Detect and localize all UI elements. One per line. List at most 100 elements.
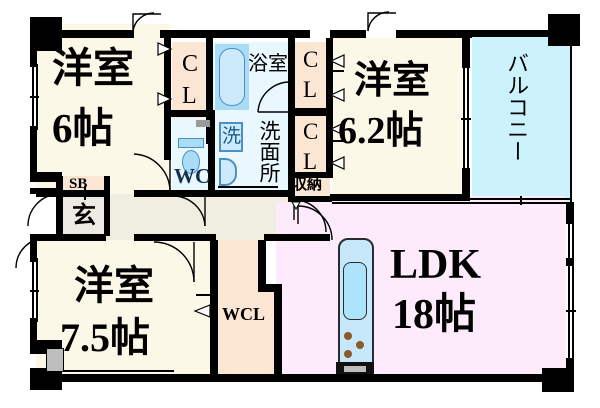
wall-r75-bottom — [36, 374, 216, 382]
vanity-sink — [219, 158, 237, 186]
shoebox-line-2 — [86, 192, 106, 194]
wall-genkan-left — [56, 176, 63, 236]
closet-center-label-l: L — [182, 83, 197, 109]
wall-hall-left-outer — [30, 188, 58, 194]
wall-r6-right-lower — [164, 148, 171, 160]
wall-left-lower — [30, 240, 37, 262]
toilet-shelf — [196, 120, 210, 127]
toilet-tank — [178, 138, 204, 148]
balcony-right-rail-1 — [570, 46, 572, 202]
door-genkan — [27, 193, 59, 227]
stove-burner-1 — [344, 332, 352, 340]
washroom-slide-2 — [218, 190, 278, 192]
bottom-left-gray-block — [46, 348, 64, 372]
wall-ldk-right-mid — [566, 258, 574, 266]
washer-pan — [219, 122, 243, 152]
wall-cl-right-right — [326, 38, 333, 178]
wall-wcl-bottom — [210, 374, 282, 382]
closet-right-upper-label-l: L — [303, 77, 318, 102]
label-storage: 収納 — [292, 177, 323, 193]
label-bath: 浴室 — [248, 53, 288, 75]
label-washroom: 洗面所 — [257, 120, 282, 183]
window-ldk-right-2a — [568, 266, 570, 358]
room-label-washitsu-62-line2: 6.2帖 — [338, 110, 424, 152]
wcl-rail — [196, 294, 214, 296]
label-walkin-closet: WCL — [222, 304, 266, 324]
wall-top-d — [330, 30, 366, 38]
wall-hall-bottom-b — [134, 234, 216, 241]
window-ldk-right-1a — [568, 224, 570, 258]
shoebox — [62, 176, 108, 194]
closet-right-upper-label-c: C — [303, 47, 319, 72]
wall-storage-bottom — [288, 196, 332, 202]
room-ldk-upper-strip — [330, 196, 566, 206]
shoebox-line-1 — [64, 192, 84, 194]
wall-left-pillar-mid — [30, 172, 62, 182]
closet-arrow-center-1 — [157, 42, 173, 56]
room-label-washitsu-6-line2: 6帖 — [52, 105, 114, 151]
closet-arrow-2 — [329, 88, 345, 102]
genkan-entrance — [62, 194, 108, 240]
wall-top-a — [62, 30, 112, 38]
washroom-slide-1 — [218, 186, 278, 188]
wall-r75-right — [210, 240, 218, 380]
closet-rail-right-2 — [330, 140, 344, 142]
wall-genkan-right — [104, 176, 110, 236]
wall-r62-right-upper — [462, 38, 470, 68]
bathtub-inner — [219, 48, 245, 106]
wall-left-lower2 — [30, 318, 37, 346]
wall-ldk-right-upper — [566, 202, 574, 224]
door-toilet — [172, 195, 206, 227]
room-ldk — [276, 202, 566, 378]
closet-center-label-c: C — [182, 51, 199, 77]
wall-bottom-left-pillar — [30, 368, 62, 390]
closet-right-lower-label-c: C — [303, 119, 319, 144]
room-label-washitsu-75-line1: 洋室 — [74, 263, 154, 308]
label-washer: 洗 — [222, 126, 242, 147]
window-left-lower-tick — [30, 290, 39, 292]
stove-burner-2 — [356, 341, 364, 349]
kitchen-sink — [343, 262, 367, 320]
wall-top-e — [396, 30, 472, 38]
wall-ldk-bottom — [282, 374, 542, 382]
wall-cl-right-left — [288, 38, 295, 198]
door-bath — [257, 81, 291, 113]
label-toilet: WC — [174, 164, 211, 188]
wall-r6-right — [164, 38, 171, 148]
wall-top-left — [30, 17, 62, 51]
room-washitsu-62 — [332, 38, 466, 198]
window-ldk-right-2b — [572, 266, 574, 358]
room-label-washitsu-6-line1: 洋室 — [52, 45, 134, 91]
wall-left-upper — [30, 51, 37, 67]
closet-arrow-center-2 — [157, 92, 173, 106]
window-ldk-top-2 — [332, 202, 540, 204]
window-ldk-top-1 — [332, 198, 540, 200]
shoebox-vert — [84, 186, 86, 200]
closet-arrow-1 — [329, 54, 345, 68]
wall-r6-bottom2 — [134, 190, 172, 197]
door-washitsu6-entry — [133, 150, 171, 191]
closet-storage — [290, 176, 330, 198]
door-top-washitsu62 — [367, 11, 396, 32]
wall-top-b — [112, 30, 134, 38]
wall-balcony-top — [466, 30, 550, 37]
closet-right-lower-label-l: L — [303, 149, 318, 174]
window-bottom-1 — [62, 370, 174, 372]
window-ldk-right-1b — [572, 224, 574, 258]
room-label-ldk-line1: LDK — [390, 242, 482, 288]
wall-r62-bottom — [330, 194, 470, 201]
label-shoebox: SB — [69, 176, 88, 192]
wall-top-right-pillar — [548, 14, 580, 46]
wall-wcl-step — [258, 284, 282, 292]
wall-wcl-right-upper — [258, 240, 266, 290]
balcony-bottom-tick — [520, 196, 522, 205]
closet-arrow-wcl — [193, 304, 211, 318]
wall-left-mid — [30, 126, 37, 174]
label-balcony: バルコニー — [504, 52, 530, 162]
door-ldk-hall — [297, 205, 333, 241]
wall-hall-right — [264, 234, 330, 241]
room-washitsu-75 — [36, 240, 214, 378]
label-genkan: 玄 — [72, 203, 96, 229]
toilet-bowl — [182, 150, 200, 174]
walkin-closet — [218, 240, 264, 378]
